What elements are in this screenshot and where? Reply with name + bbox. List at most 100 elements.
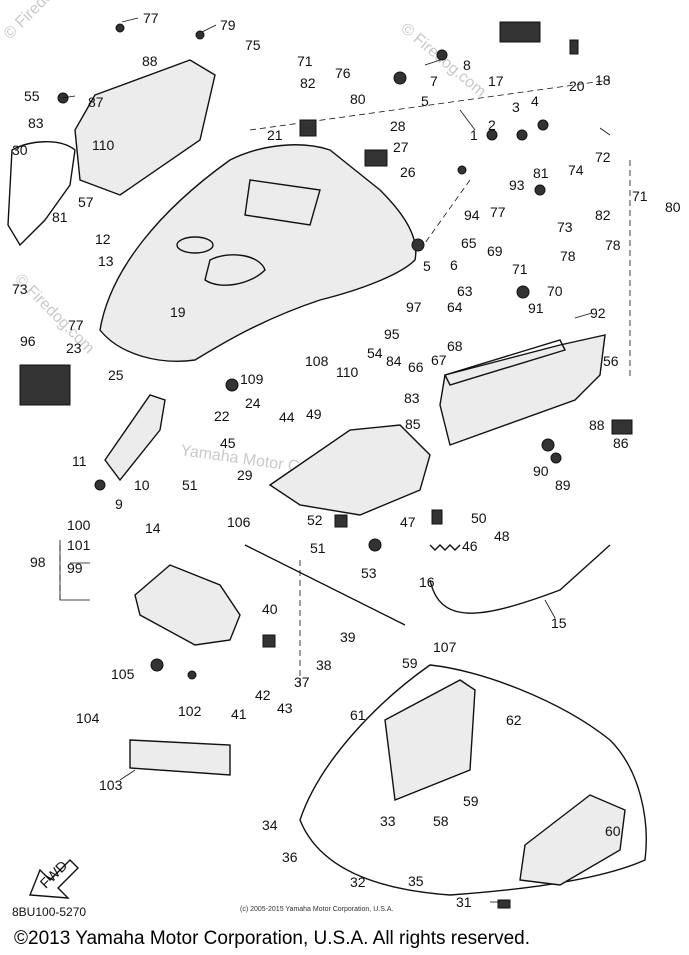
left-side-bracket <box>7 141 76 247</box>
callout-30: 30 <box>12 142 28 158</box>
callout-94: 94 <box>464 207 480 223</box>
callout-59-a: 59 <box>402 655 418 671</box>
callout-82-b: 82 <box>595 207 611 223</box>
assembly-line-2 <box>419 179 471 251</box>
callout-57: 57 <box>78 194 94 210</box>
callout-85: 85 <box>405 416 421 432</box>
callout-4: 4 <box>531 93 539 109</box>
callout-80: 80 <box>350 91 366 107</box>
callout-68: 68 <box>447 338 463 354</box>
callout-35: 35 <box>408 873 424 889</box>
spring <box>429 544 461 551</box>
callout-40: 40 <box>262 601 278 617</box>
callout-86: 86 <box>613 435 629 451</box>
callout-109: 109 <box>240 371 264 387</box>
callout-64: 64 <box>447 299 463 315</box>
callout-69: 69 <box>487 243 503 259</box>
watermark-top-left: © Firedog.com <box>1 0 87 43</box>
callout-10: 10 <box>134 477 150 493</box>
callout-66: 66 <box>408 359 424 375</box>
callout-103: 103 <box>99 777 123 793</box>
callout-60: 60 <box>605 823 621 839</box>
callout-71-b: 71 <box>632 188 648 204</box>
callout-23: 23 <box>66 340 82 356</box>
callouts: 77 79 75 88 71 82 76 80 55 87 83 110 30 … <box>12 10 681 910</box>
hood-vent <box>244 179 321 226</box>
callout-6: 6 <box>450 257 458 273</box>
callout-108: 108 <box>305 353 329 369</box>
callout-99: 99 <box>67 560 83 576</box>
callout-36: 36 <box>282 849 298 865</box>
callout-17: 17 <box>488 73 504 89</box>
hood-vent-lower <box>204 254 266 286</box>
callout-54: 54 <box>367 345 383 361</box>
callout-84: 84 <box>386 353 402 369</box>
callout-91: 91 <box>528 300 544 316</box>
callout-13: 13 <box>98 253 114 269</box>
callout-78-b: 78 <box>560 248 576 264</box>
callout-28: 28 <box>390 118 406 134</box>
callout-46: 46 <box>462 538 478 554</box>
callout-83-b: 83 <box>404 390 420 406</box>
callout-47: 47 <box>400 514 416 530</box>
callout-95: 95 <box>384 326 400 342</box>
forward-arrow-icon: FWD <box>28 857 79 899</box>
callout-12: 12 <box>95 231 111 247</box>
callout-73: 73 <box>557 219 573 235</box>
callout-105: 105 <box>111 666 135 682</box>
callout-72: 72 <box>595 149 611 165</box>
leader-lines <box>59 17 611 903</box>
callout-93: 93 <box>509 177 525 193</box>
callout-92: 92 <box>590 305 606 321</box>
callout-27: 27 <box>393 139 409 155</box>
fwd-label: FWD <box>37 857 71 891</box>
callout-2: 2 <box>488 117 496 133</box>
callout-45: 45 <box>220 435 236 451</box>
inner-panel <box>268 424 431 516</box>
callout-49: 49 <box>306 406 322 422</box>
callout-106: 106 <box>227 514 251 530</box>
callout-20: 20 <box>569 78 585 94</box>
callout-16: 16 <box>419 574 435 590</box>
callout-88: 88 <box>142 53 158 69</box>
callout-37: 37 <box>294 674 310 690</box>
callout-73-b: 73 <box>12 281 28 297</box>
cable <box>429 544 611 614</box>
callout-32: 32 <box>350 874 366 890</box>
callout-82: 82 <box>300 75 316 91</box>
callout-71-c: 71 <box>512 261 528 277</box>
callout-83: 83 <box>28 115 44 131</box>
callout-74: 74 <box>568 162 584 178</box>
callout-79: 79 <box>220 17 236 33</box>
callout-14: 14 <box>145 520 161 536</box>
callout-51-b: 51 <box>310 540 326 556</box>
lower-fairing-panel <box>384 679 476 801</box>
side-guard <box>104 394 166 482</box>
callout-101: 101 <box>67 537 91 553</box>
callout-61: 61 <box>350 707 366 723</box>
callout-77-b: 77 <box>490 204 506 220</box>
callout-15: 15 <box>551 615 567 631</box>
left-side-panel <box>74 59 216 196</box>
callout-70: 70 <box>547 283 563 299</box>
callout-89: 89 <box>555 477 571 493</box>
callout-97: 97 <box>406 299 422 315</box>
small-copyright: (c) 2005-2015 Yamaha Motor Corporation, … <box>240 906 394 913</box>
callout-87: 87 <box>88 94 104 110</box>
lower-fairing-outline <box>299 664 647 896</box>
callout-8: 8 <box>463 57 471 73</box>
callout-78: 78 <box>605 237 621 253</box>
callout-41: 41 <box>231 706 247 722</box>
callout-81-b: 81 <box>52 209 68 225</box>
lower-pad <box>519 794 626 886</box>
callout-11: 11 <box>72 453 87 469</box>
callout-50: 50 <box>471 510 487 526</box>
callout-51-a: 51 <box>182 477 198 493</box>
callout-53: 53 <box>361 565 377 581</box>
callout-22: 22 <box>214 408 230 424</box>
callout-62: 62 <box>506 712 522 728</box>
hood-scoop <box>176 236 214 254</box>
step-pad <box>129 739 231 776</box>
callout-25-a: 25 <box>108 367 124 383</box>
